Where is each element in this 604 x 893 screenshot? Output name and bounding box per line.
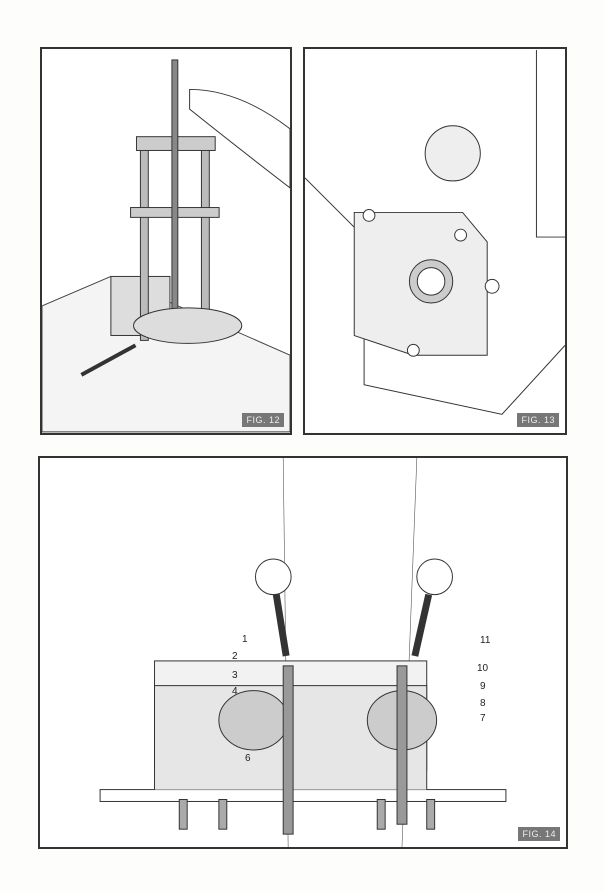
press-tool-illustration <box>42 59 290 433</box>
callout-2: 2 <box>232 651 238 662</box>
callout-4: 4 <box>232 686 238 697</box>
callout-1: 1 <box>242 634 248 645</box>
figure-label: FIG. 12 <box>242 413 284 427</box>
figure-13: FIG. 13 <box>303 47 567 435</box>
figure-12: FIG. 12 <box>40 47 292 435</box>
callout-8: 8 <box>480 698 486 709</box>
callout-11: 11 <box>480 635 491 646</box>
gear-lever-section-diagram <box>99 458 507 847</box>
gearbox-cover-illustration <box>305 49 565 415</box>
figure-14: 1 2 3 4 6 7 8 9 10 11 FIG. 14 <box>38 456 568 849</box>
figure-label: FIG. 14 <box>518 827 560 841</box>
callout-9: 9 <box>480 681 486 692</box>
callout-10: 10 <box>477 663 489 674</box>
callout-6: 6 <box>245 753 251 764</box>
callout-7: 7 <box>480 713 486 724</box>
figure-label: FIG. 13 <box>517 413 559 427</box>
callout-3: 3 <box>232 670 238 681</box>
